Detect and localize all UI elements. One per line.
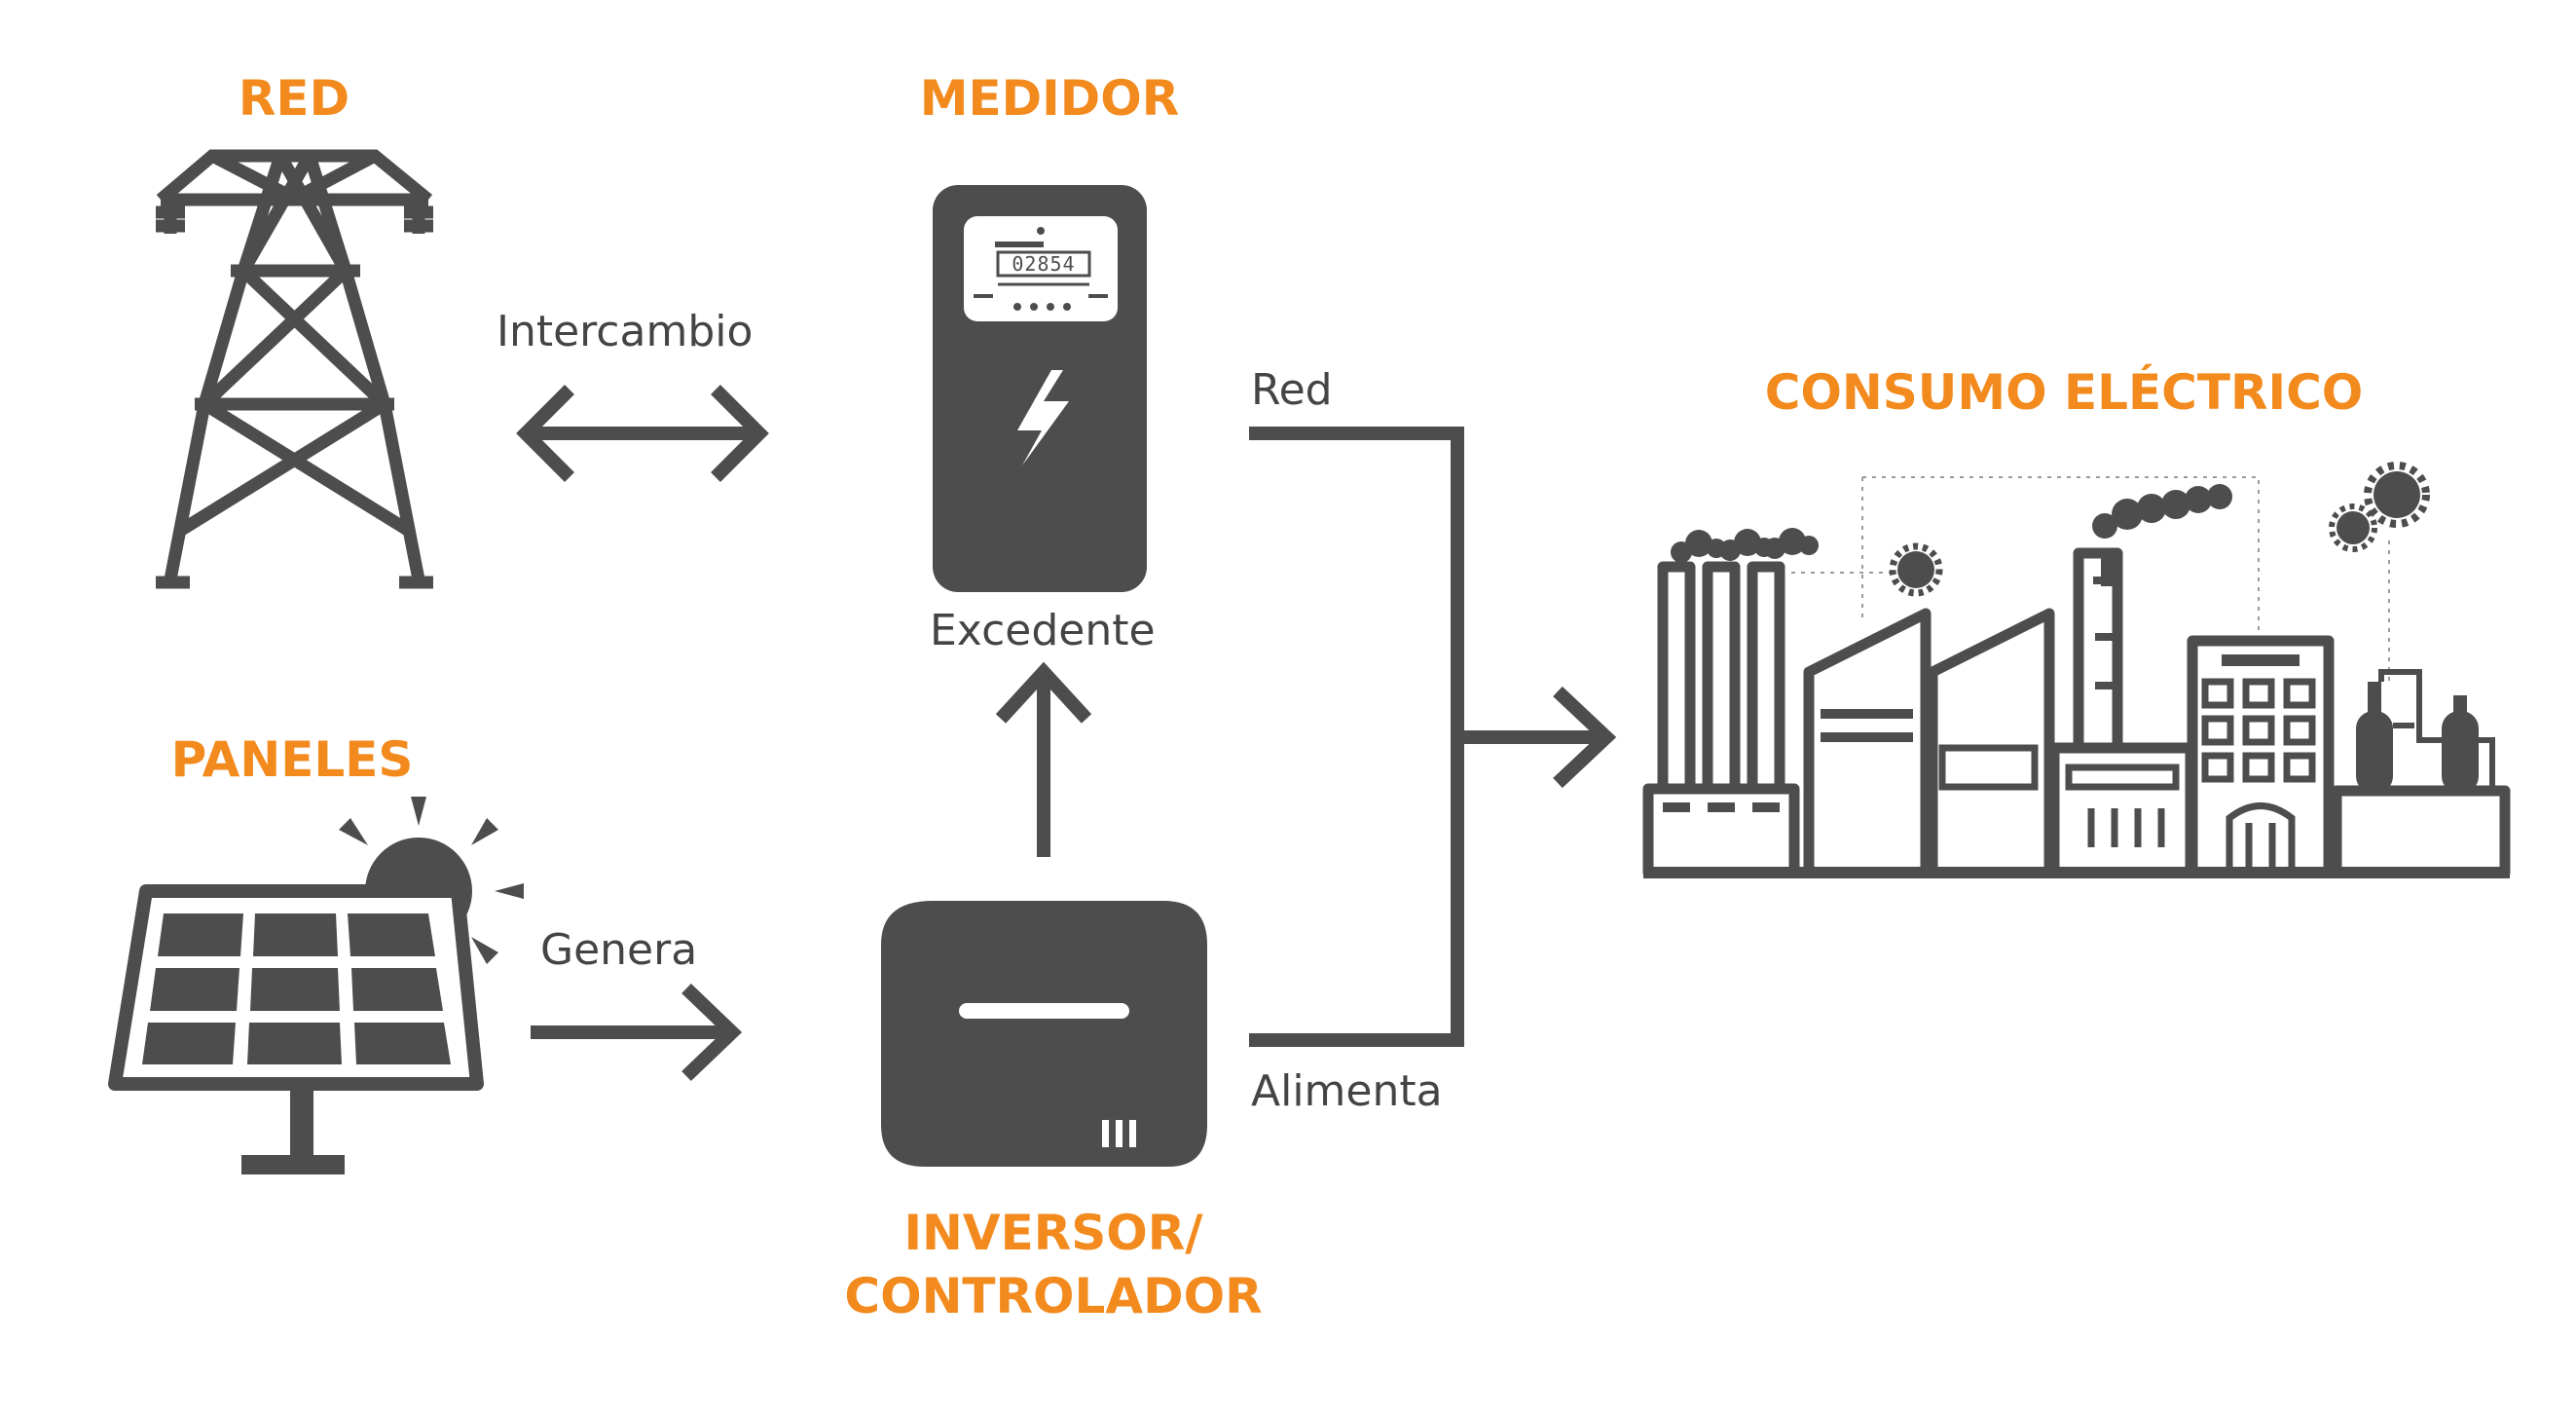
lightning-bolt-icon (1017, 370, 1069, 466)
gear-icon (1889, 462, 2430, 597)
label-genera: Genera (540, 925, 697, 975)
solar-panel-icon (108, 797, 524, 1174)
label-intercambio: Intercambio (497, 307, 753, 356)
title-inversor-line2: CONTROLADOR (844, 1268, 1262, 1324)
title-paneles: PANELES (171, 731, 414, 788)
title-inversor-line1: INVERSOR/ (903, 1205, 1203, 1261)
inverter-icon (881, 901, 1207, 1167)
meter-display: 02854 (996, 250, 1091, 278)
electric-meter-icon: 02854 (933, 185, 1147, 592)
title-red: RED (239, 70, 350, 127)
title-medidor: MEDIDOR (920, 70, 1180, 127)
power-tower-icon (156, 149, 433, 589)
label-alimenta: Alimenta (1251, 1066, 1443, 1116)
label-excedente: Excedente (930, 606, 1156, 655)
connector-lines (1249, 427, 1617, 1047)
surplus-arrow-icon (995, 661, 1092, 857)
exchange-arrow-icon (516, 385, 769, 482)
factory-icon (1642, 462, 2511, 878)
title-consumo: CONSUMO ELÉCTRICO (1765, 363, 2364, 421)
label-red: Red (1251, 365, 1333, 415)
generate-arrow-icon (531, 983, 743, 1082)
meter-reading: 02854 (1012, 252, 1075, 276)
